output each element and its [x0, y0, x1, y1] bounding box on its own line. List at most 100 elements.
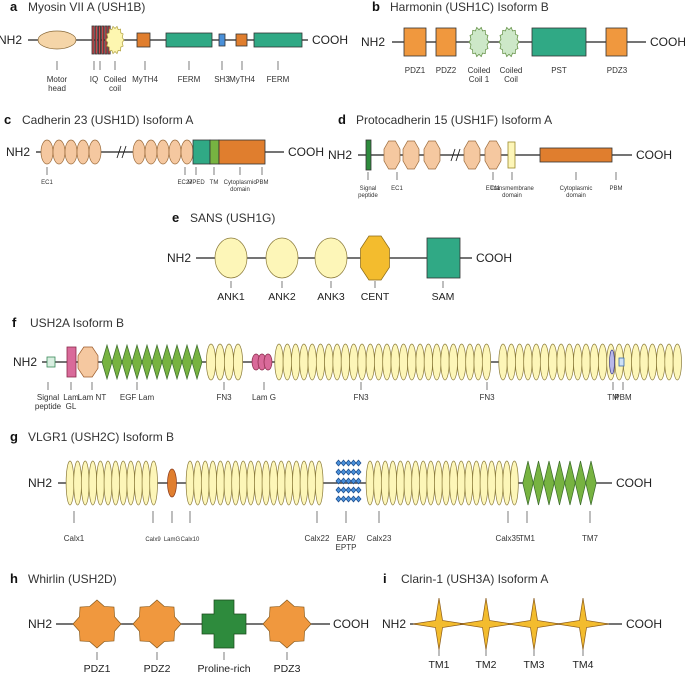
fn3-repeat: [656, 343, 666, 381]
ear-eptp-repeat: [350, 459, 357, 467]
panel-letter: b: [372, 0, 380, 14]
fn3-repeat: [415, 343, 425, 381]
fn3-repeat: [407, 343, 417, 381]
c-terminus: COOH: [476, 251, 512, 265]
tm1-domain: [412, 597, 466, 651]
fn3-repeat: [498, 343, 508, 381]
domain-label: TM: [607, 393, 619, 402]
domain-label: Calx9: [145, 537, 161, 543]
n-terminus: NH2: [28, 476, 52, 490]
fn3-repeat: [639, 343, 649, 381]
ec-repeat: [64, 139, 78, 165]
c-terminus: COOH: [312, 33, 348, 47]
signal-peptide: [46, 356, 56, 368]
domain-label-line: Signal: [37, 393, 59, 402]
fn3-repeat: [573, 343, 583, 381]
domain-label: FN3: [353, 393, 369, 402]
fn3-repeat: [672, 343, 682, 381]
domain-label: MyTH4: [132, 75, 158, 84]
ear-eptp-repeat: [350, 495, 357, 503]
pdz3-domain: [605, 27, 628, 57]
tm-repeat: [585, 460, 597, 506]
domain-label-line: Coiled: [468, 66, 491, 75]
calx-repeat: [269, 460, 278, 506]
panel-title: USH2A Isoform B: [30, 316, 124, 330]
cytoplasmic-domain: [539, 147, 613, 163]
egf-lam-repeat: [161, 343, 173, 381]
domain-label: FERM: [267, 75, 290, 84]
calx-repeat: [472, 460, 481, 506]
fn3-repeat: [332, 343, 342, 381]
domain-label: PBM: [255, 180, 268, 186]
calx-repeat: [464, 460, 474, 506]
domain-label: EAR/EPTP: [336, 534, 357, 552]
domain-label-line: domain: [566, 193, 586, 199]
panel-title: Clarin-1 (USH3A) Isoform A: [401, 572, 548, 586]
ear-eptp-repeat: [340, 495, 347, 503]
tm-repeat: [553, 460, 566, 506]
calx-repeat: [238, 460, 248, 506]
domain-label: SAM: [432, 291, 455, 303]
fn3-repeat: [357, 343, 367, 381]
ferm-domain: [253, 32, 303, 48]
iq-motif: [98, 25, 102, 55]
lam-g-domain: [263, 353, 273, 371]
ear-eptp-repeat: [335, 468, 342, 476]
egf-lam-repeat: [141, 343, 153, 381]
calx-repeat: [80, 460, 90, 506]
tm2-domain: [459, 597, 513, 651]
domain-label-line: Coiled: [500, 66, 523, 75]
domain-label: PST: [551, 66, 567, 75]
ec-repeat: [52, 139, 66, 165]
domain-label: PDZ1: [405, 66, 426, 75]
n-terminus: NH2: [6, 145, 30, 159]
domain-label-line: Coil 1: [469, 75, 490, 84]
domain-label: ANK2: [268, 291, 296, 303]
panel-letter: i: [383, 571, 387, 586]
fn3-repeat: [556, 343, 566, 381]
domain-label: Calx10: [181, 537, 200, 543]
calx-repeat: [73, 460, 82, 506]
egf-lam-repeat: [101, 343, 113, 381]
egf-lam-repeat: [181, 343, 193, 381]
fn3-repeat: [224, 343, 234, 381]
fn3-repeat: [324, 343, 334, 381]
domain-label: PDZ1: [84, 663, 111, 675]
lam-nt-domain: [77, 346, 99, 378]
domain-label: FN3: [479, 393, 495, 402]
domain-label: TM2: [476, 659, 497, 671]
calx-repeat: [403, 460, 413, 506]
calx-repeat: [284, 460, 294, 506]
calx-repeat: [126, 460, 136, 506]
domain-label: EC27: [177, 180, 193, 186]
iq-motif: [91, 25, 95, 55]
c-terminus: COOH: [636, 148, 672, 162]
ank1-domain: [214, 237, 248, 279]
c-terminus: COOH: [333, 617, 369, 631]
domain-label-line: EPTP: [336, 543, 357, 552]
domain-label: IQ: [90, 75, 98, 84]
calx-repeat: [365, 460, 375, 506]
cent-domain: [360, 235, 390, 281]
sh3-domain: [218, 33, 226, 47]
tm-domain: [609, 349, 615, 375]
panel-letter: h: [10, 571, 18, 586]
ank2-domain: [265, 237, 299, 279]
fn3-repeat: [531, 343, 541, 381]
domain-label: EGF Lam: [120, 393, 155, 402]
domain-label: ANK1: [217, 291, 245, 303]
pdz3-domain: [262, 599, 312, 649]
domain-label: MyTH4: [229, 75, 255, 84]
ank3-domain: [314, 237, 348, 279]
calx-repeat: [141, 460, 151, 506]
calx-repeat: [254, 460, 263, 506]
calx-repeat: [223, 460, 233, 506]
